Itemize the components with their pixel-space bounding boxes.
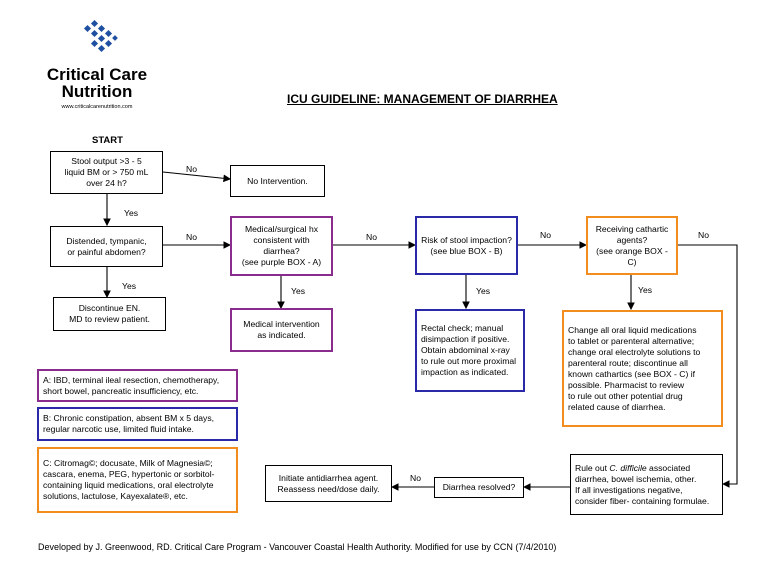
node-risk-stool-impaction: Risk of stool impaction? (see blue BOX -… <box>415 216 518 275</box>
logo: Critical Care Nutrition www.criticalcare… <box>22 18 172 118</box>
start-label: START <box>92 135 123 146</box>
cdiff-text-post: associated diarrhea, bowel ischemia, oth… <box>575 462 710 506</box>
arrow-stool-to-nointervention <box>162 171 232 183</box>
node-receiving-cathartic: Receiving cathartic agents? (see orange … <box>586 216 678 275</box>
node-diarrhea-resolved: Diarrhea resolved? <box>434 477 524 498</box>
edge-label-yes: Yes <box>124 208 139 218</box>
node-change-medications: Change all oral liquid medications to ta… <box>562 310 723 427</box>
edge-label-no: No <box>410 473 421 483</box>
logo-mark-icon <box>83 19 118 53</box>
node-medical-surgical-hx: Medical/surgical hx consistent with diar… <box>230 216 333 276</box>
node-initiate-antidiarrhea: Initiate antidiarrhea agent. Reassess ne… <box>265 465 392 502</box>
page-title: ICU GUIDELINE: MANAGEMENT OF DIARRHEA <box>287 92 558 106</box>
node-discontinue-en: Discontinue EN. MD to review patient. <box>53 297 166 331</box>
node-stool-output: Stool output >3 - 5 liquid BM or > 750 m… <box>50 151 163 194</box>
logo-name: Critical Care Nutrition <box>22 66 172 100</box>
node-medical-intervention: Medical intervention as indicated. <box>230 308 333 352</box>
node-no-intervention: No Intervention. <box>230 165 325 197</box>
cdiff-text-pre: Rule out <box>575 462 610 473</box>
logo-name-line1: Critical Care <box>46 65 148 84</box>
edge-label-no: No <box>186 232 197 242</box>
edge-label-yes: Yes <box>476 286 491 296</box>
edge-label-no: No <box>540 230 551 240</box>
footer-credit: Developed by J. Greenwood, RD. Critical … <box>38 542 557 552</box>
edge-label-no: No <box>366 232 377 242</box>
logo-url: www.criticalcarenutrition.com <box>61 104 133 110</box>
edge-label-no: No <box>186 164 197 174</box>
logo-name-line2: Nutrition <box>61 82 133 101</box>
legend-box-a: A: IBD, terminal ileal resection, chemot… <box>37 369 238 402</box>
legend-box-b: B: Chronic constipation, absent BM x 5 d… <box>37 407 238 441</box>
edge-label-yes: Yes <box>638 285 653 295</box>
node-distended-abdomen: Distended, tympanic, or painful abdomen? <box>50 226 163 267</box>
arrow-cathartic-to-cdiff <box>678 244 738 488</box>
cdiff-text-italic: C. difficile <box>609 462 647 473</box>
node-rectal-check: Rectal check; manual disimpaction if pos… <box>415 309 525 392</box>
edge-label-no: No <box>698 230 709 240</box>
edge-label-yes: Yes <box>291 286 306 296</box>
legend-box-c: C: Citromag©; docusate, Milk of Magnesia… <box>37 447 238 513</box>
edge-label-yes: Yes <box>122 281 137 291</box>
node-rule-out-cdiff: Rule out C. difficile associated diarrhe… <box>570 454 723 515</box>
